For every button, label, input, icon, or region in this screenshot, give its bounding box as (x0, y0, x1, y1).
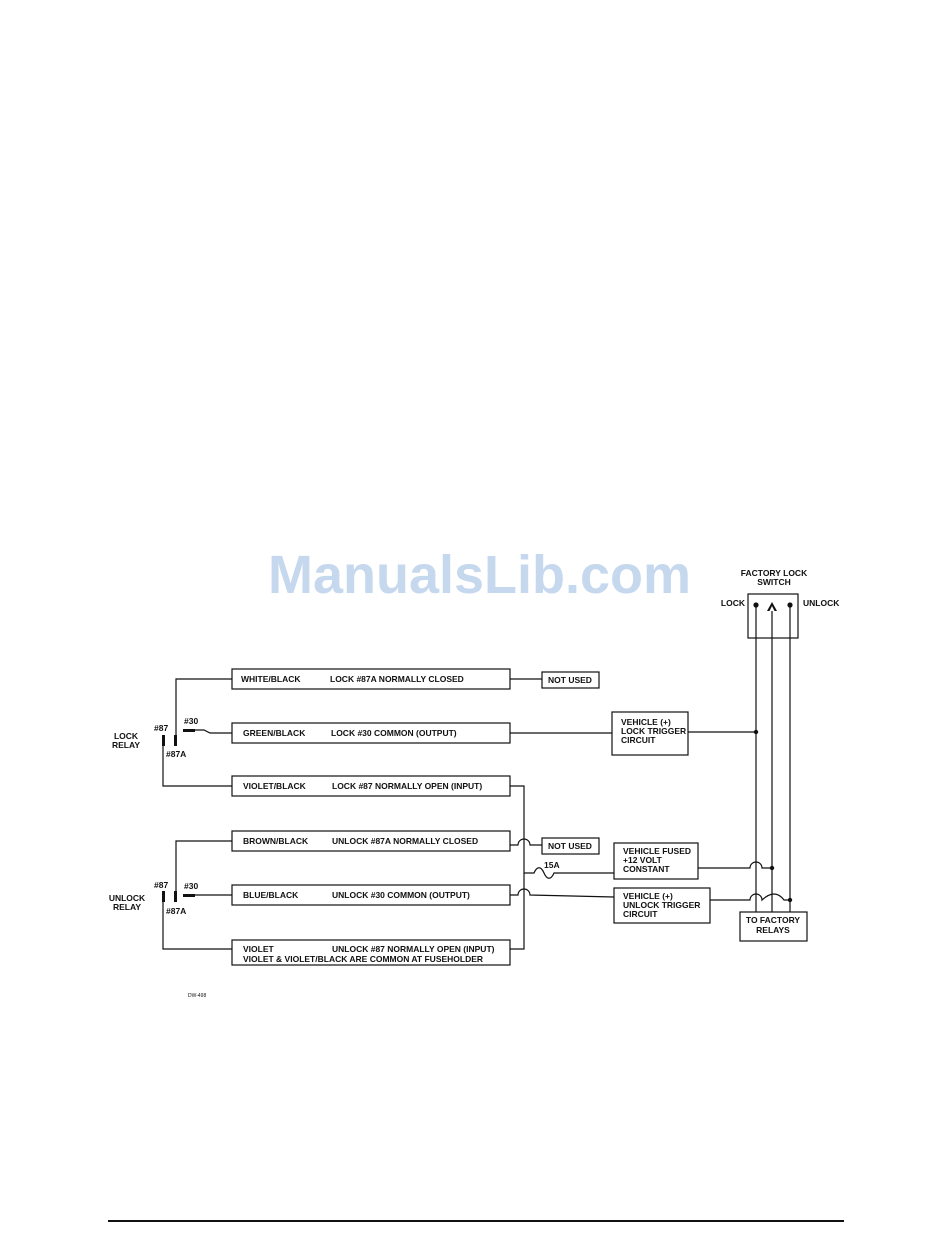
lock-relay-pin87: #87 (154, 723, 168, 733)
unlock-trigger-junction (787, 897, 793, 903)
lock-relay-terminal-87 (162, 735, 165, 746)
fuse-rating-label: 15A (544, 860, 560, 870)
unlock-relay-wire-87 (162, 902, 232, 950)
unlock-trigger-box (613, 887, 711, 924)
wire-violet-black-function: LOCK #87 NORMALLY OPEN (INPUT) (332, 781, 482, 791)
lock-relay-pin30: #30 (184, 716, 198, 726)
lock-relay-name-line2: RELAY (112, 740, 140, 750)
lock-trigger-line1: VEHICLE (+) (621, 717, 671, 727)
not-used-unlock-label: NOT USED (548, 841, 592, 851)
lock-relay-pin87a: #87A (166, 749, 186, 759)
unlock-trigger-line1: VEHICLE (+) (623, 891, 673, 901)
unlock-trigger-line2: UNLOCK TRIGGER (623, 900, 700, 910)
not-used-lock-label: NOT USED (548, 675, 592, 685)
lock-relay-wire-87 (162, 746, 232, 787)
unlock-relay-terminal-30 (183, 894, 195, 897)
switch-caret-icon (767, 602, 777, 611)
wire-box-violet (231, 939, 511, 966)
lock-relay-wire-30 (195, 729, 232, 734)
unlock-relay-pin87: #87 (154, 880, 168, 890)
unlock-relay-terminal-87a (174, 891, 177, 902)
unlock-relay-name-line1: UNLOCK (109, 893, 146, 903)
lock-trigger-junction (753, 729, 759, 735)
wire-white-black-color: WHITE/BLACK (241, 674, 301, 684)
wire-brown-black-function: UNLOCK #87A NORMALLY CLOSED (332, 836, 478, 846)
wire-green-black-color: GREEN/BLACK (243, 728, 306, 738)
wire-violet-color: VIOLET (243, 944, 275, 954)
fused-constant-box (613, 842, 699, 880)
switch-unlock-label: UNLOCK (803, 598, 840, 608)
doc-code: DW-498 (188, 993, 206, 999)
lock-relay-wire-87a (175, 678, 232, 735)
violet-black-bus-wire (510, 785, 525, 950)
unlock-relay-name-line2: RELAY (113, 902, 141, 912)
not-used-box-unlock (541, 837, 600, 855)
fused-constant-wire (524, 867, 614, 879)
wire-violet-black-color: VIOLET/BLACK (243, 781, 307, 791)
switch-lock-label: LOCK (721, 598, 746, 608)
wire-blue-black-color: BLUE/BLACK (243, 890, 299, 900)
lock-relay-terminal-87a (174, 735, 177, 746)
wire-box-brown-black (231, 830, 511, 852)
fused-constant-junction (769, 865, 775, 871)
wire-blue-black-function: UNLOCK #30 COMMON (OUTPUT) (332, 890, 470, 900)
brown-black-out-wire (510, 838, 542, 846)
wire-white-black-function: LOCK #87A NORMALLY CLOSED (330, 674, 464, 684)
not-used-box-lock (541, 671, 600, 689)
fused-constant-line2: +12 VOLT (623, 855, 663, 865)
footer-rule (108, 1220, 844, 1222)
wire-green-black-function: LOCK #30 COMMON (OUTPUT) (331, 728, 457, 738)
unlock-trigger-line3: CIRCUIT (623, 909, 658, 919)
to-factory-relays-box (739, 911, 808, 942)
lock-trigger-line3: CIRCUIT (621, 735, 656, 745)
lock-trigger-line2: LOCK TRIGGER (621, 726, 686, 736)
unlock-relay-pin30: #30 (184, 881, 198, 891)
to-factory-relays-line1: TO FACTORY (746, 915, 800, 925)
to-factory-relays-line2: RELAYS (756, 925, 790, 935)
wire-violet-note: VIOLET & VIOLET/BLACK ARE COMMON AT FUSE… (243, 954, 483, 964)
fused-constant-to-switch-wire (698, 861, 772, 869)
switch-title-line1: FACTORY LOCK (741, 568, 808, 578)
unlock-relay-pin87a: #87A (166, 906, 186, 916)
lock-relay-terminal-30 (183, 729, 195, 732)
switch-title-line2: SWITCH (757, 577, 791, 587)
unlock-relay-wire-87a (175, 840, 232, 891)
fused-constant-line1: VEHICLE FUSED (623, 846, 691, 856)
lock-relay-name-line1: LOCK (114, 731, 139, 741)
wire-violet-function: UNLOCK #87 NORMALLY OPEN (INPUT) (332, 944, 495, 954)
unlock-relay-terminal-87 (162, 891, 165, 902)
watermark: ManualsLib.com (268, 545, 691, 605)
fused-constant-line3: CONSTANT (623, 864, 670, 874)
wire-brown-black-color: BROWN/BLACK (243, 836, 309, 846)
lock-trigger-box (611, 711, 689, 756)
blue-black-out-wire (510, 888, 615, 898)
unlock-trigger-to-switch-wire (710, 893, 790, 902)
